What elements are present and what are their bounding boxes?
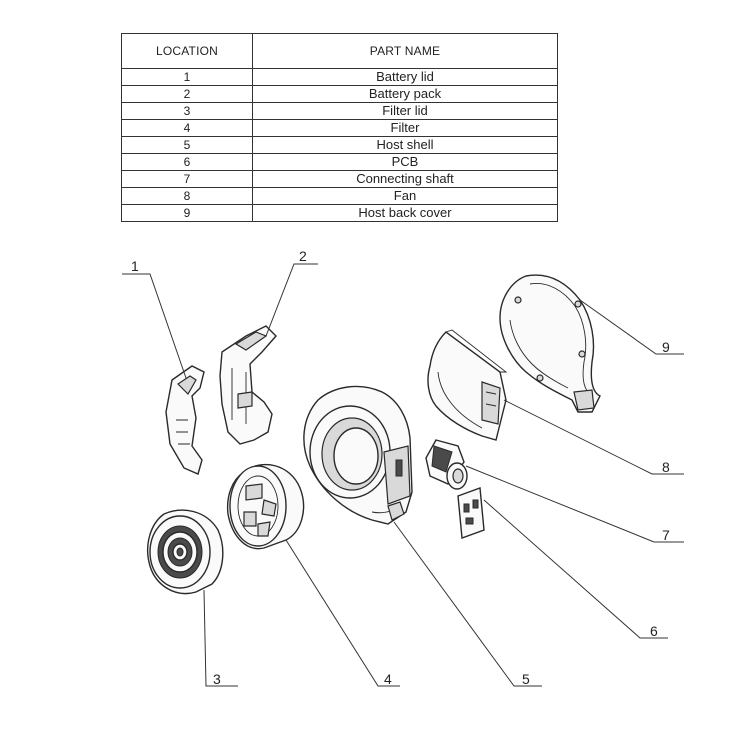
callout-7: 7 (662, 527, 670, 543)
callout-3: 3 (213, 671, 221, 687)
host-back-cover-part (499, 274, 601, 413)
leader-line-3 (203, 589, 238, 687)
table-header-row: LOCATION PART NAME (121, 33, 558, 69)
battery-pack-part (219, 325, 277, 445)
part-name-cell: Host back cover (252, 204, 558, 222)
callout-1: 1 (131, 258, 139, 274)
callout-4: 4 (384, 671, 392, 687)
filter-lid-part (146, 509, 224, 595)
leader-line-6 (483, 499, 668, 639)
battery-lid-part (165, 365, 205, 475)
location-cell: 9 (121, 204, 253, 222)
leader-line-8 (503, 399, 684, 475)
leader-lines (122, 263, 684, 687)
location-header: LOCATION (121, 33, 253, 69)
part-name-header: PART NAME (252, 33, 558, 69)
leader-line-7 (465, 465, 684, 543)
host-shell-part (303, 385, 413, 525)
leader-line-4 (285, 539, 400, 687)
fan-part (427, 329, 508, 441)
connecting-shaft-part (425, 439, 468, 490)
callout-9: 9 (662, 339, 670, 355)
filter-part (226, 463, 305, 550)
leader-line-2 (265, 263, 318, 337)
callout-2: 2 (299, 248, 307, 264)
leader-line-5 (393, 521, 542, 687)
pcb-part (457, 487, 485, 539)
callout-6: 6 (650, 623, 658, 639)
callout-8: 8 (662, 459, 670, 475)
leader-line-9 (579, 299, 684, 355)
leader-line-1 (122, 273, 187, 379)
callout-5: 5 (522, 671, 530, 687)
